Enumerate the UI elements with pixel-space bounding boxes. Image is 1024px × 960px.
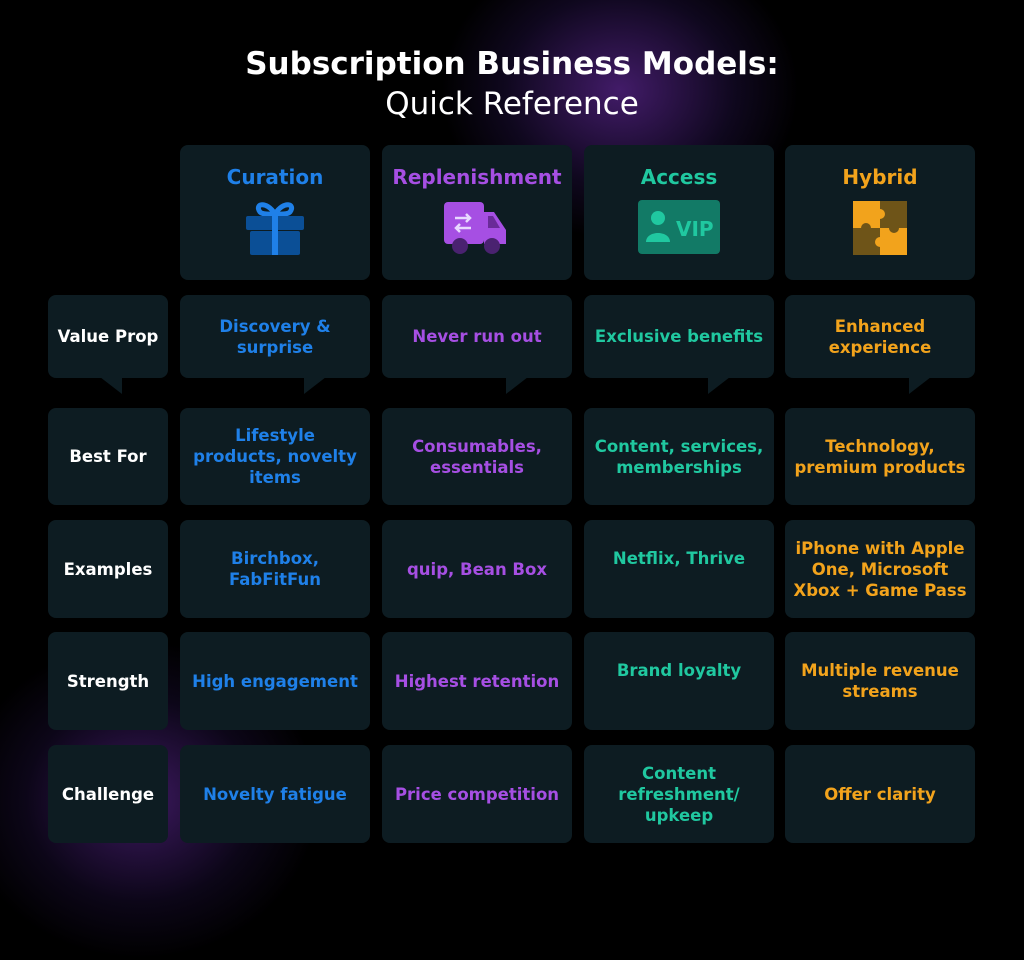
cell-replenishment-value-prop: Never run out	[382, 295, 572, 394]
cell-hybrid-strength: Multiple revenue streams	[785, 632, 975, 730]
gift-icon	[246, 202, 304, 255]
column-title: Replenishment	[392, 165, 562, 189]
row-label-value-prop: Value Prop	[48, 295, 168, 394]
row-label-strength: Strength	[48, 632, 168, 730]
cell-replenishment-examples: quip, Bean Box	[382, 520, 572, 618]
row-label-best-for: Best For	[48, 408, 168, 505]
delivery-truck-refresh-icon	[444, 202, 506, 254]
cell-replenishment-strength: Highest retention	[382, 632, 572, 730]
page-title: Subscription Business Models: Quick Refe…	[0, 44, 1024, 124]
column-header-access: Access VIP	[584, 145, 774, 280]
cell-curation-strength: High engagement	[180, 632, 370, 730]
cell-access-best-for: Content, services, memberships	[584, 408, 774, 505]
cell-curation-best-for: Lifestyle products, novelty items	[180, 408, 370, 505]
column-header-replenishment: Replenishment	[382, 145, 572, 280]
title-main: Subscription Business Models:	[245, 46, 779, 82]
cell-access-strength: Brand loyalty	[584, 632, 774, 730]
cell-hybrid-examples: iPhone with Apple One, Microsoft Xbox + …	[785, 520, 975, 618]
cell-hybrid-value-prop: Enhanced experience	[785, 295, 975, 394]
cell-replenishment-challenge: Price competition	[382, 745, 572, 843]
row-label-challenge: Challenge	[48, 745, 168, 843]
cell-replenishment-best-for: Consumables, essentials	[382, 408, 572, 505]
vip-badge-icon: VIP	[638, 200, 720, 254]
cell-curation-value-prop: Discovery & surprise	[180, 295, 370, 394]
cell-access-value-prop: Exclusive benefits	[584, 295, 774, 394]
cell-hybrid-best-for: Technology, premium products	[785, 408, 975, 505]
cell-curation-challenge: Novelty fatigue	[180, 745, 370, 843]
cell-curation-examples: Birchbox, FabFitFun	[180, 520, 370, 618]
cell-hybrid-challenge: Offer clarity	[785, 745, 975, 843]
puzzle-icon	[853, 201, 907, 255]
row-label-examples: Examples	[48, 520, 168, 618]
svg-text:VIP: VIP	[676, 217, 714, 241]
title-sub: Quick Reference	[385, 86, 639, 122]
cell-access-examples: Netflix, Thrive	[584, 520, 774, 618]
column-title: Access	[640, 165, 718, 189]
column-header-hybrid: Hybrid	[785, 145, 975, 280]
column-title: Curation	[226, 165, 324, 189]
column-header-curation: Curation	[180, 145, 370, 280]
column-title: Hybrid	[842, 165, 918, 189]
cell-access-challenge: Content refreshment/ upkeep	[584, 745, 774, 843]
